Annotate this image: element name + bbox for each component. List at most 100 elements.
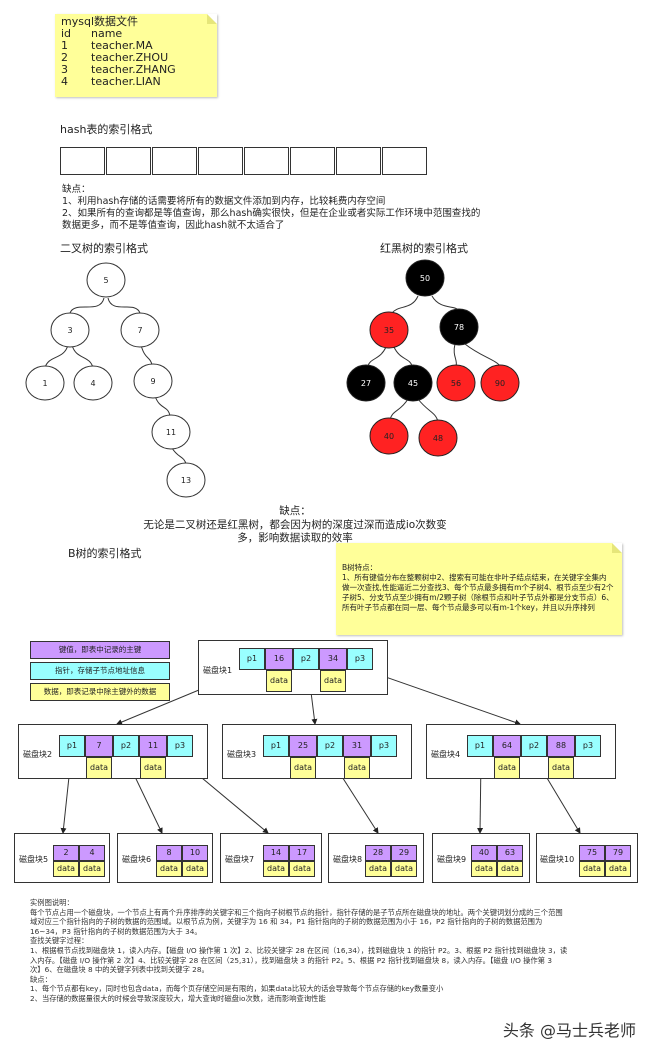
key-cell: 40 — [471, 845, 497, 861]
pointer-cell: p2 — [113, 735, 139, 757]
pointer-cell: p1 — [239, 648, 265, 670]
data-cell: data — [605, 861, 631, 877]
explanation-line: 次】6、在磁盘块 8 中的关键字列表中找到关键字 28。 — [30, 965, 209, 975]
data-cell: data — [579, 861, 605, 877]
bt-node-label: 4 — [90, 379, 95, 388]
hash-cell — [382, 147, 427, 175]
pointer-cell: p1 — [59, 735, 85, 757]
mysql-row-id: 1 — [61, 39, 68, 52]
disk-block-leaf: 磁盘块6 8 10 data data — [117, 833, 213, 883]
pointer-cell: p2 — [521, 735, 547, 757]
hash-drawback-title: 缺点： — [62, 184, 91, 195]
key-cell: 7 — [85, 735, 113, 757]
binary-tree-edges — [44, 297, 187, 465]
bt-node-label: 11 — [166, 428, 176, 437]
rb-node — [369, 311, 409, 349]
rb-node-label: 27 — [361, 379, 371, 388]
bt-node-label: 1 — [42, 379, 47, 388]
watermark: 头条 @马士兵老师 — [502, 1021, 636, 1040]
key-cell: 16 — [265, 648, 293, 670]
key-cell: 10 — [182, 845, 208, 861]
rb-node — [418, 419, 458, 457]
bt-node-label: 5 — [103, 276, 108, 285]
key-cell: 14 — [263, 845, 289, 861]
data-cell: data — [494, 757, 520, 779]
pointer-cell: p1 — [467, 735, 493, 757]
key-cell: 28 — [365, 845, 391, 861]
hash-drawback-line: 2、如果所有的查询都是等值查询，那么hash确实很快，但是在企业或者实际工作环境… — [62, 208, 481, 219]
data-cell: data — [344, 757, 370, 779]
bt-node — [133, 363, 173, 399]
mysql-row-id: 4 — [61, 75, 68, 88]
pointer-cell: p2 — [317, 735, 343, 757]
pointer-cell: p3 — [575, 735, 601, 757]
hash-cell — [336, 147, 381, 175]
data-cell: data — [53, 861, 79, 877]
data-cell: data — [79, 861, 105, 877]
key-cell: 34 — [319, 648, 347, 670]
data-cell: data — [471, 861, 497, 877]
hash-cell — [244, 147, 289, 175]
disk-block-label: 磁盘块1 — [203, 666, 233, 675]
bt-node — [86, 262, 126, 298]
hash-title: hash表的索引格式 — [60, 123, 153, 136]
rb-node — [369, 417, 409, 455]
key-cell: 63 — [497, 845, 523, 861]
explanation-line: 16~34，P3 指针指向的子树的数据范围为大于 34。 — [30, 926, 202, 936]
mysql-row-name: teacher.ZHANG — [91, 63, 176, 76]
explanation-line: 入内存。【磁盘 I/O 操作第 2 次】4、比较关键字 28 在区间（25,31… — [30, 955, 552, 965]
mysql-row-name: teacher.ZHOU — [91, 51, 169, 64]
explanation-line: 缺点： — [30, 974, 52, 984]
key-cell: 29 — [391, 845, 417, 861]
key-cell: 88 — [547, 735, 575, 757]
bt-node-label: 9 — [150, 377, 155, 386]
explanation-line: 每个节点占用一个磁盘块，一个节点上有两个升序排序的关键字和三个指向子树根节点的指… — [30, 907, 563, 917]
explanation-line: 实例图说明： — [30, 898, 74, 907]
rb-node-label: 40 — [384, 432, 394, 441]
bt-node — [151, 414, 191, 450]
legend-data: 数据，即表记录中除主键外的数据 — [30, 683, 170, 701]
mysql-col-id: id — [61, 27, 72, 40]
data-cell: data — [365, 861, 391, 877]
rb-node-label: 48 — [433, 434, 443, 443]
data-cell: data — [182, 861, 208, 877]
hash-cell — [60, 147, 105, 175]
hash-cell — [198, 147, 243, 175]
explanation-line: 域对应三个指针指向的子树的数据的范围域。以根节点为例，关键字为 16 和 34，… — [30, 917, 543, 927]
disk-block-leaf: 磁盘块7 14 17 data data — [220, 833, 322, 883]
mysql-data-note: mysql数据文件 id name 1 teacher.MA 2 teacher… — [55, 14, 217, 97]
btree-feature-note: B树特点： 1、所有键值分布在整颗树中2、搜索有可能在非叶子结点结束，在关键字全… — [336, 543, 622, 635]
pointer-cell: p3 — [167, 735, 193, 757]
data-cell: data — [548, 757, 574, 779]
btree-note-line: 所有叶子节点都在同一层、每个节点最多可以有m-1个key，并且以升序排列 — [342, 603, 595, 612]
data-cell: data — [320, 670, 346, 692]
binary-tree-title: 二叉树的索引格式 — [60, 242, 148, 255]
mysql-row-name: teacher.MA — [91, 39, 153, 52]
disk-block-label: 磁盘块2 — [23, 750, 53, 759]
key-cell: 64 — [493, 735, 521, 757]
hash-drawback-line: 数据更多，而不是等值查询，因此hash就不太适合了 — [62, 220, 285, 231]
disk-block-label: 磁盘块3 — [227, 750, 257, 759]
legend-pointer: 指针，存储子节点地址信息 — [30, 662, 170, 680]
rb-node — [393, 364, 433, 402]
explanation-line: 1、根据根节点找到磁盘块 1，读入内存。【磁盘 I/O 操作第 1 次】2、比较… — [30, 945, 568, 955]
bt-node — [166, 462, 206, 498]
hash-cell — [106, 147, 151, 175]
hash-cell — [290, 147, 335, 175]
pointer-cell: p1 — [263, 735, 289, 757]
bt-node-label: 13 — [181, 476, 191, 485]
disk-block-leaf: 磁盘块10 75 79 data data — [536, 833, 638, 883]
disk-block-leaf: 磁盘块8 28 29 data data — [328, 833, 424, 883]
mysql-row-id: 3 — [61, 63, 68, 76]
disk-block-mid: 磁盘块4 p1 64 p2 88 p3 data data — [426, 724, 616, 779]
rb-node — [480, 364, 520, 402]
disk-block-mid: 磁盘块2 p1 7 p2 11 p3 data data — [18, 724, 208, 779]
rb-node-label: 78 — [454, 323, 464, 332]
data-cell: data — [156, 861, 182, 877]
rb-node — [439, 308, 479, 346]
data-cell: data — [289, 861, 315, 877]
rb-node-label: 90 — [495, 379, 505, 388]
note-fold — [612, 543, 622, 553]
bt-node — [50, 312, 90, 348]
data-cell: data — [391, 861, 417, 877]
